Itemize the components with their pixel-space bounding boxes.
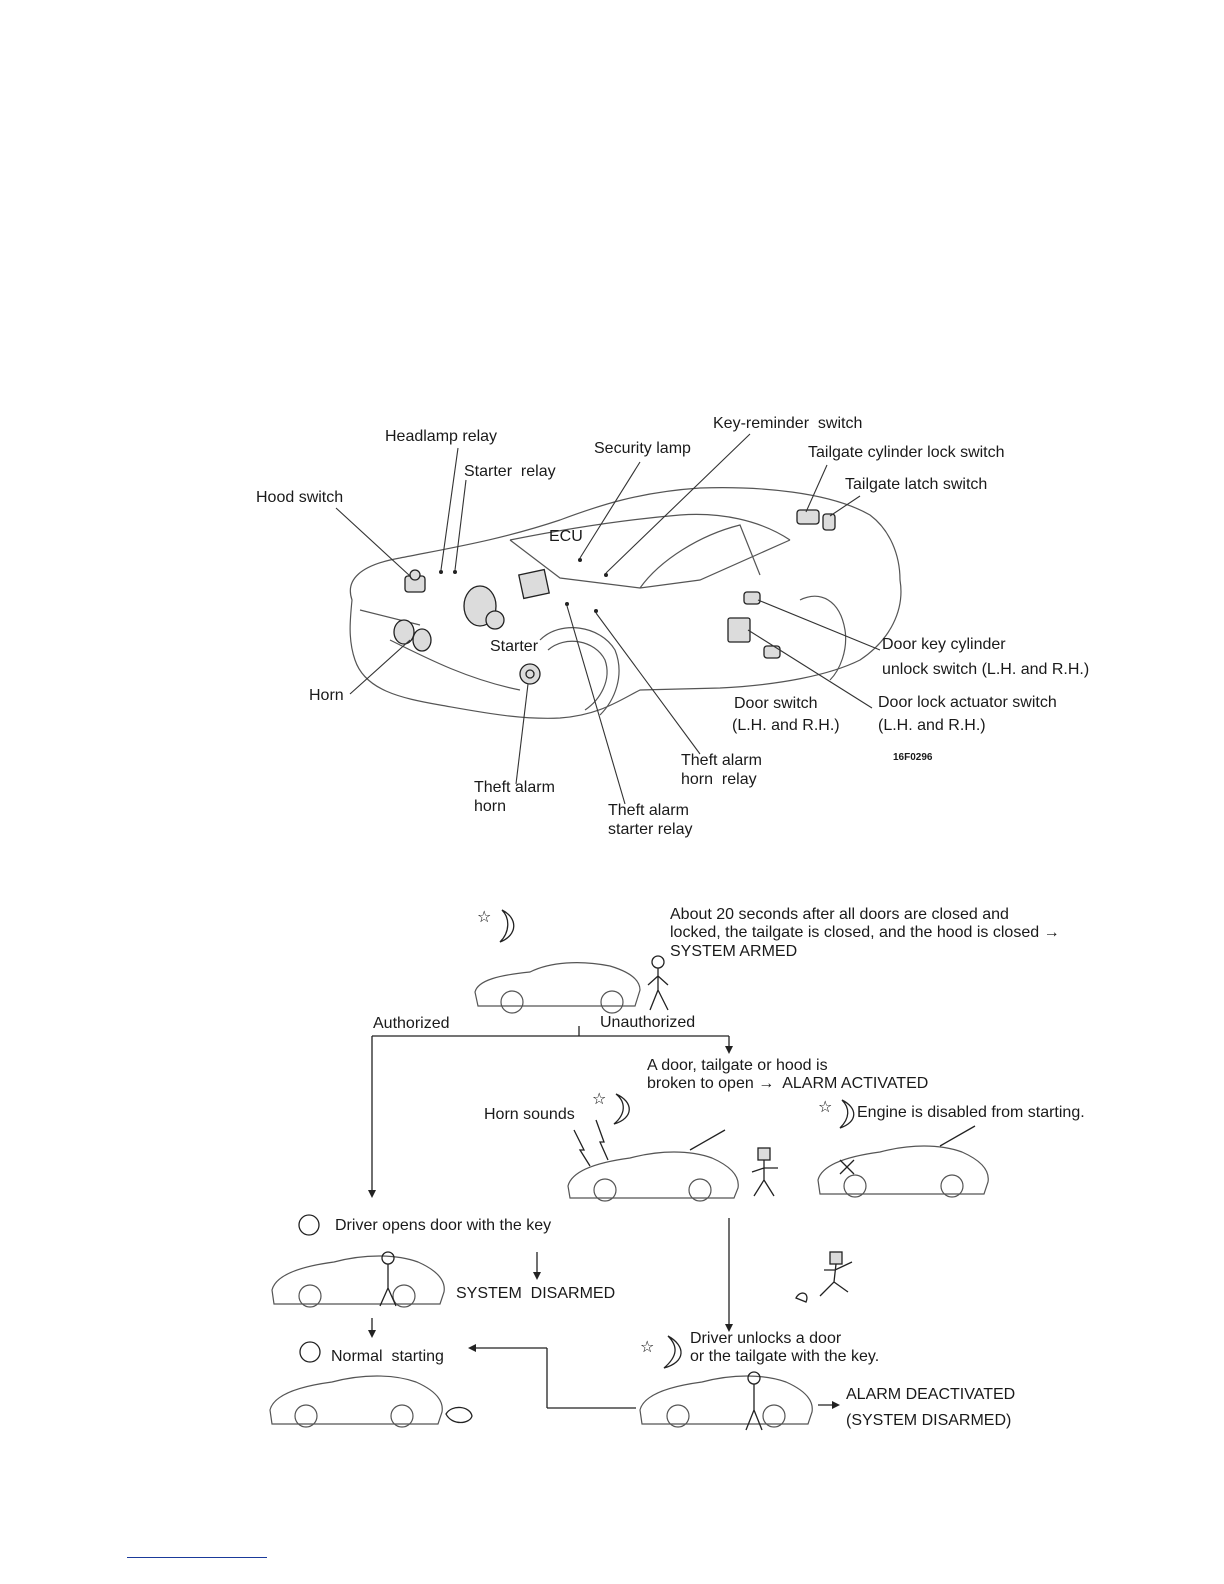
label-door-lock-actuator-switch: Door lock actuator switch — [878, 694, 1057, 711]
door-switch-icon — [763, 645, 781, 659]
time-symbols: ☆ ☆ ☆ ☆ — [298, 907, 855, 1369]
flow-alarm-deactivated-line-2: (SYSTEM DISARMED) — [846, 1412, 1012, 1429]
label-ecu: ECU — [549, 528, 583, 545]
flow-normal-starting: Normal starting — [331, 1348, 444, 1365]
flow-broken-line-2: broken to open → ALARM ACTIVATED — [647, 1075, 929, 1092]
flow-system-disarmed: SYSTEM DISARMED — [456, 1285, 616, 1302]
flow-engine-disabled: Engine is disabled from starting. — [857, 1104, 1085, 1121]
label-door-switch-2: (L.H. and R.H.) — [732, 717, 840, 734]
footnote-rule — [127, 1557, 267, 1558]
car-outline — [349, 487, 902, 719]
flow-cars — [269, 955, 989, 1431]
label-starter-relay: Starter relay — [464, 463, 556, 480]
svg-text:☆: ☆ — [818, 1097, 832, 1116]
tailgate-latch-icon — [822, 513, 836, 531]
label-tailgate-latch-switch: Tailgate latch switch — [845, 476, 988, 493]
svg-text:☆: ☆ — [477, 907, 491, 926]
flow-alarm-deactivated-line-1: ALARM DEACTIVATED — [846, 1386, 1016, 1403]
flow-armed-line-3: SYSTEM ARMED — [670, 943, 798, 960]
flow-authorized: Authorized — [373, 1015, 450, 1032]
label-headlamp-relay: Headlamp relay — [385, 428, 498, 445]
label-theft-alarm-horn-2: horn — [474, 798, 507, 815]
horn-icon — [393, 619, 415, 645]
label-theft-alarm-horn: Theft alarm — [474, 779, 555, 796]
svg-text:☆: ☆ — [592, 1089, 606, 1108]
label-theft-alarm-horn-relay: Theft alarm — [681, 752, 762, 769]
flow-unauthorized: Unauthorized — [600, 1014, 696, 1031]
label-door-switch: Door switch — [734, 695, 818, 712]
flow-broken-line-1: A door, tailgate or hood is — [647, 1057, 828, 1074]
flow-lines — [368, 1026, 840, 1409]
label-tailgate-cylinder-lock-switch: Tailgate cylinder lock switch — [808, 444, 1005, 461]
label-theft-alarm-horn-relay-2: horn relay — [681, 771, 757, 788]
flow-driver-unlocks-line-1: Driver unlocks a door — [690, 1330, 842, 1347]
component-icons — [393, 509, 836, 685]
label-door-lock-actuator-switch-2: (L.H. and R.H.) — [878, 717, 986, 734]
label-theft-alarm-starter-relay-2: starter relay — [608, 821, 693, 838]
label-starter: Starter — [490, 638, 539, 655]
ecu-icon — [518, 568, 550, 600]
flow-armed-line-1: About 20 seconds after all doors are clo… — [670, 906, 1009, 923]
svg-text:☆: ☆ — [640, 1337, 654, 1356]
figure-id: 16F0296 — [893, 752, 933, 763]
label-key-reminder-switch: Key-reminder switch — [713, 415, 863, 432]
label-door-key-cylinder: Door key cylinder — [882, 636, 1006, 653]
door-lock-actuator-icon — [727, 617, 751, 643]
flow-driver-opens: Driver opens door with the key — [335, 1217, 552, 1234]
label-hood-switch: Hood switch — [256, 489, 344, 506]
flow-armed-line-2: locked, the tailgate is closed, and the … — [670, 924, 1060, 941]
tailgate-cylinder-icon — [796, 509, 820, 525]
label-security-lamp: Security lamp — [594, 440, 691, 457]
label-door-key-cylinder-2: unlock switch (L.H. and R.H.) — [882, 661, 1090, 678]
flow-horn-sounds: Horn sounds — [484, 1106, 575, 1123]
leader-lines — [335, 433, 881, 805]
label-horn: Horn — [309, 687, 344, 704]
door-key-cylinder-icon — [743, 591, 761, 605]
label-theft-alarm-starter-relay: Theft alarm — [608, 802, 689, 819]
flow-driver-unlocks-line-2: or the tailgate with the key. — [690, 1348, 880, 1365]
